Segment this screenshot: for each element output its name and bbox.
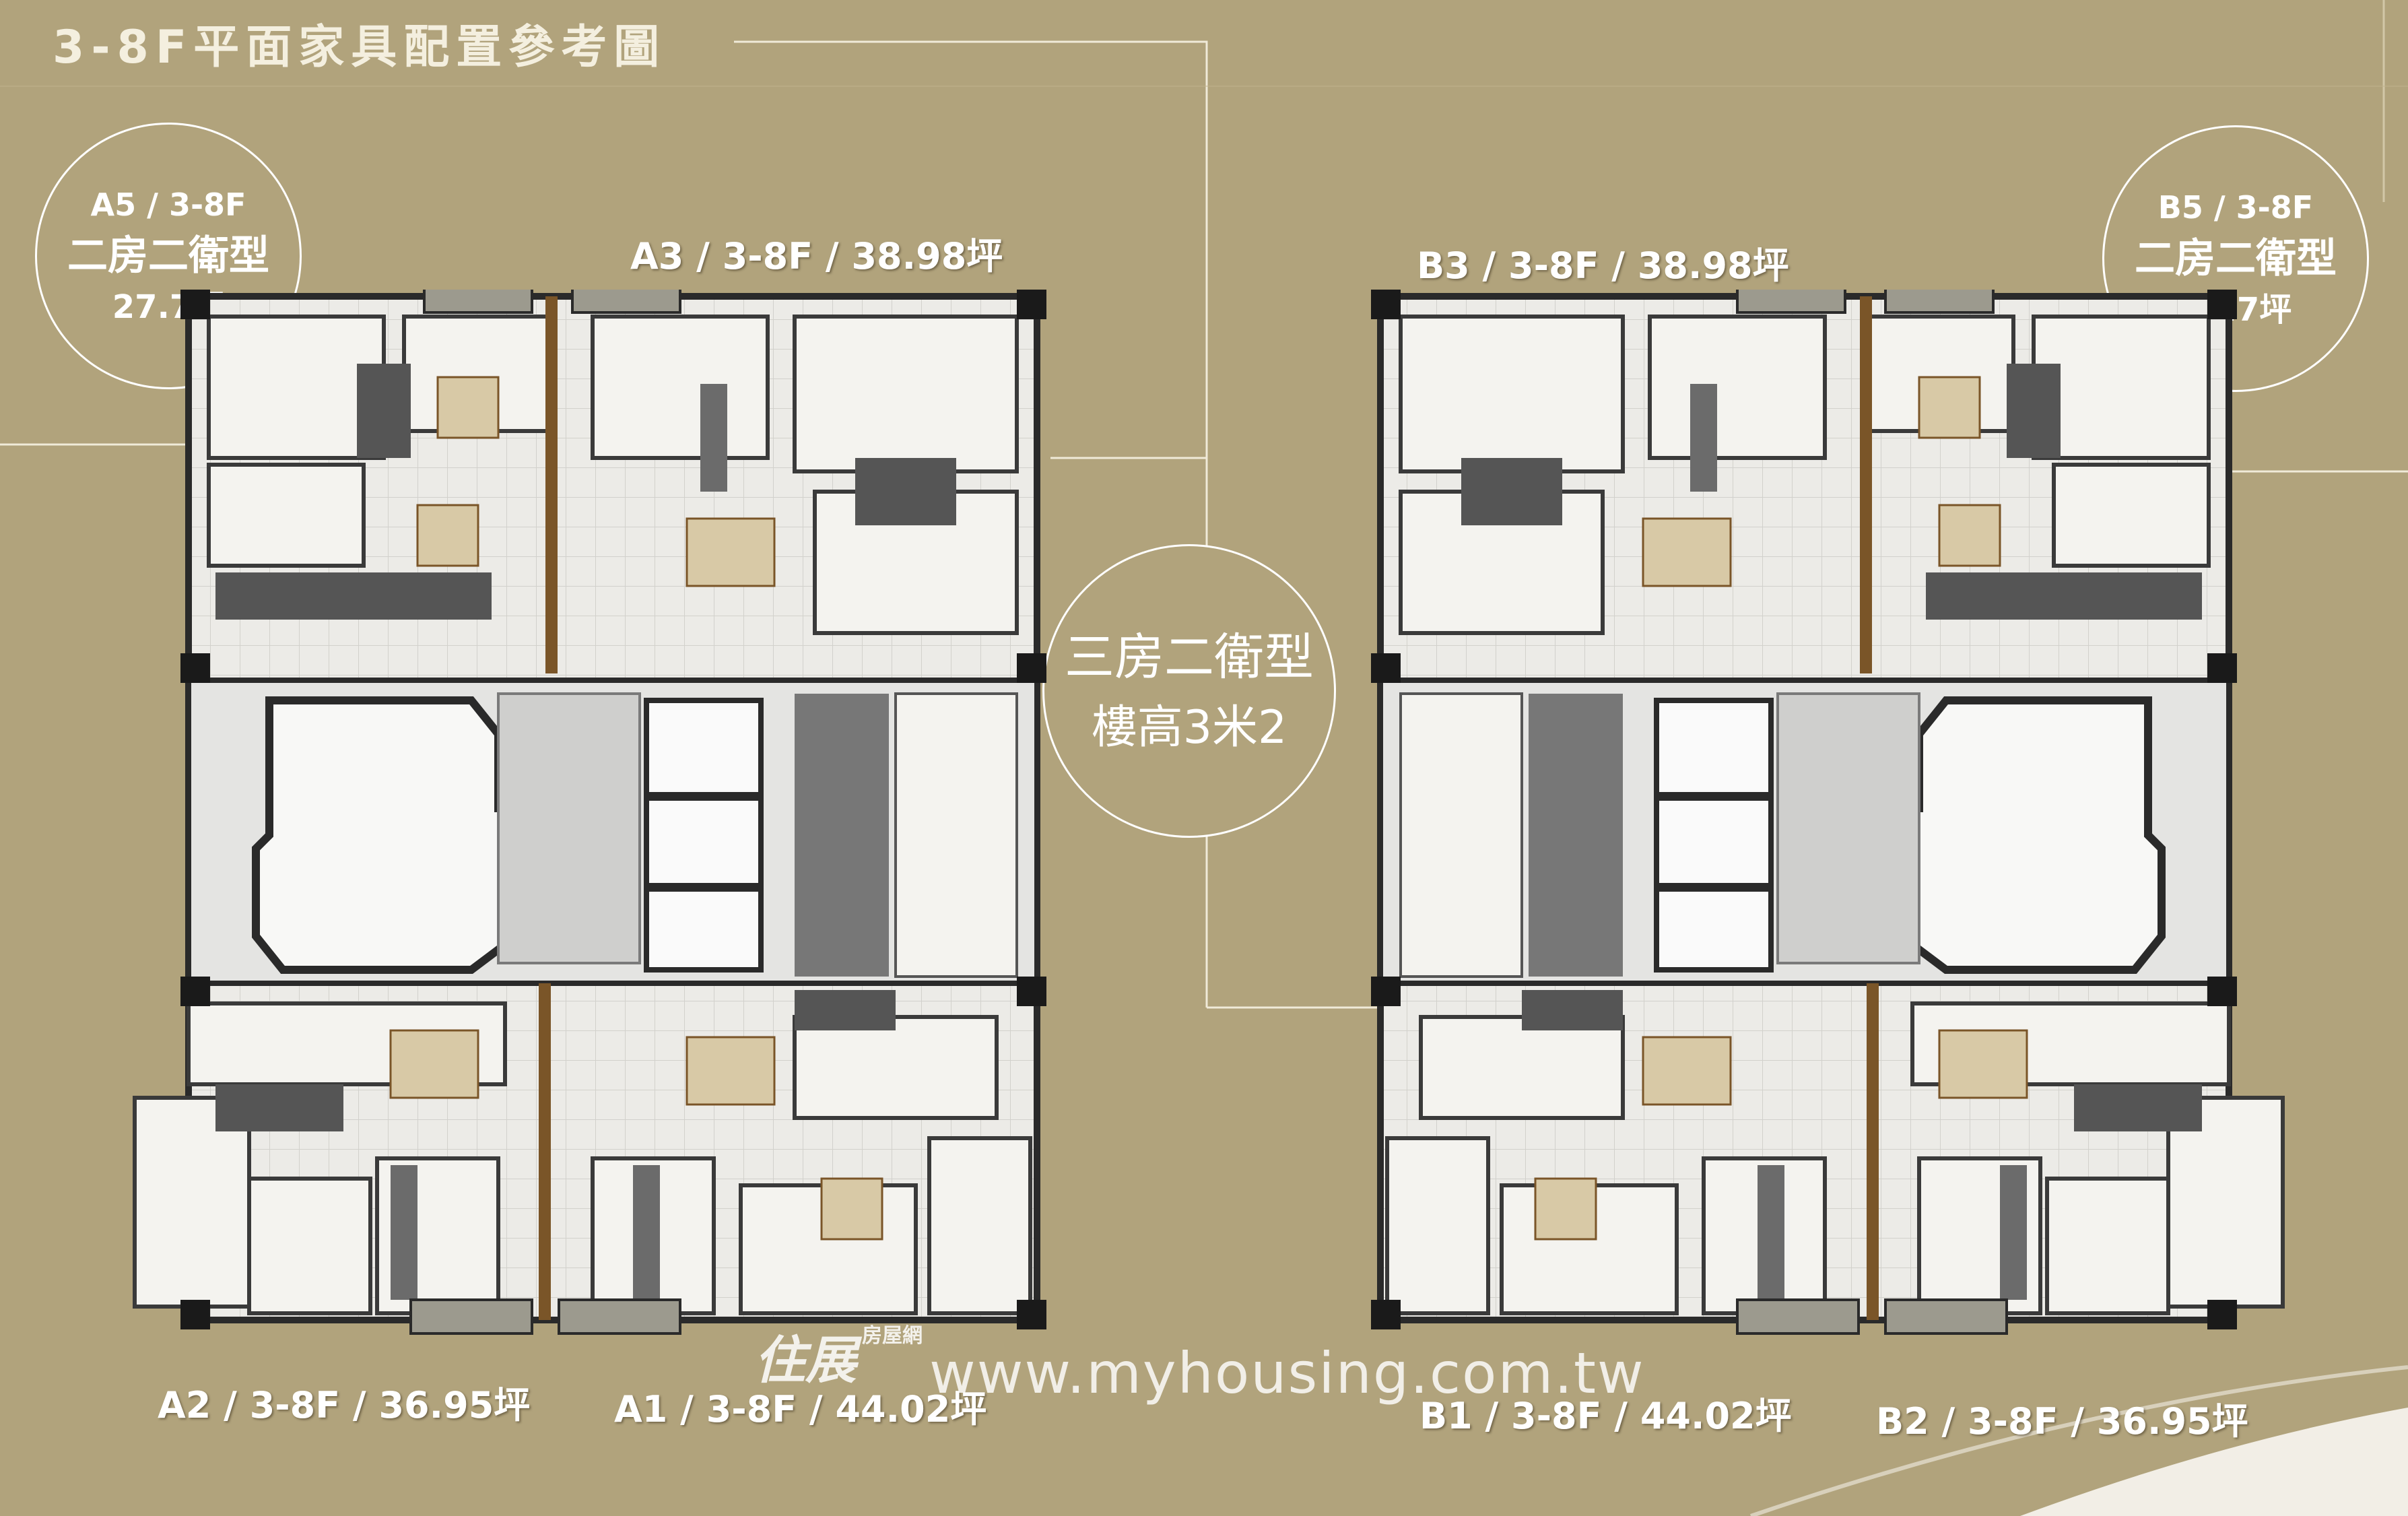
unit-b5-code: B5 / 3-8F [2158,189,2314,226]
floor-plan-left [133,290,1046,1335]
watermark-logo: 住展房屋網 [754,1319,923,1393]
unit-b5-type: 二房二衛型 [2135,235,2337,282]
unit-a1-label: A1 / 3-8F / 44.02坪 [614,1388,987,1430]
unit-b3-label: B3 / 3-8F / 38.98坪 [1417,244,1789,287]
watermark-logo-sub: 房屋網 [862,1324,923,1348]
center-badge: 三房二衛型 樓高3米2 [1042,544,1336,838]
watermark-url: www.myhousing.com.tw [929,1340,1645,1406]
unit-a5-type: 二房二衛型 [67,232,269,279]
unit-a5-code: A5 / 3-8F [90,187,246,223]
unit-b1-label: B1 / 3-8F / 44.02坪 [1419,1395,1792,1437]
unit-a2-label: A2 / 3-8F / 36.95坪 [158,1384,531,1426]
unit-a3-label: A3 / 3-8F / 38.98坪 [630,235,1003,277]
center-unit-type: 三房二衛型 [1065,628,1314,686]
unit-b2-label: B2 / 3-8F / 36.95坪 [1876,1400,2248,1443]
page-title: 3-8F平面家具配置參考圖 [53,21,667,74]
watermark-logo-text: 住展 [754,1330,857,1390]
center-ceiling-height: 樓高3米2 [1091,701,1287,754]
floor-plan-right [1371,290,2285,1335]
